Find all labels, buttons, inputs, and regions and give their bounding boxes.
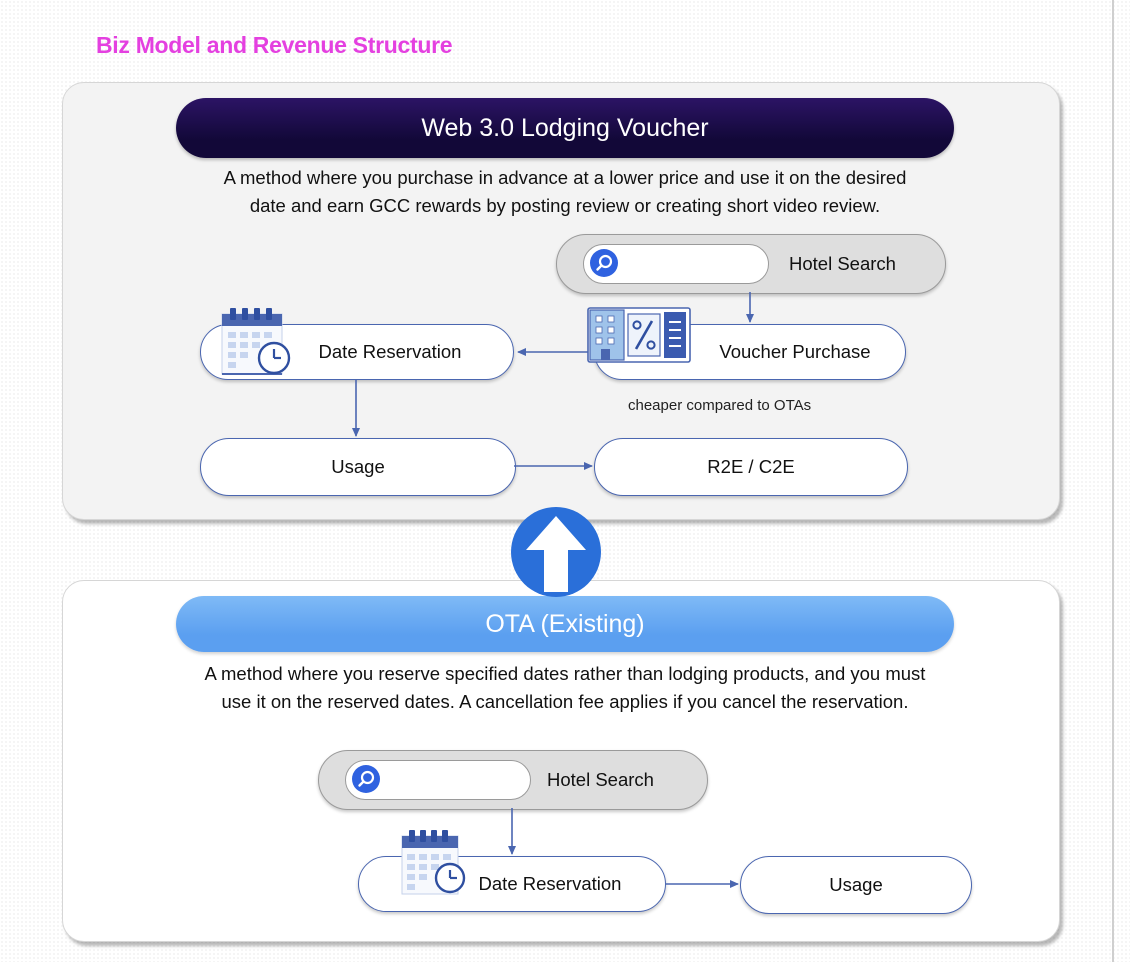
calendar-clock-icon xyxy=(401,830,466,895)
page-edge-line xyxy=(1112,0,1114,962)
web3-description-line-2: date and earn GCC rewards by posting rev… xyxy=(249,195,881,216)
web3-description-line-1: A method where you purchase in advance a… xyxy=(223,167,907,188)
web3-date-reservation-label: Date Reservation xyxy=(318,341,462,362)
web3-voucher-purchase-label: Voucher Purchase xyxy=(719,341,871,362)
web3-rewards-label: R2E / C2E xyxy=(707,456,795,477)
magnifier-icon[interactable] xyxy=(352,765,380,793)
ota-description: A method where you reserve specified dat… xyxy=(104,660,1026,716)
building-percent-voucher-icon xyxy=(587,307,691,363)
magnifier-icon[interactable] xyxy=(590,249,618,277)
web3-rewards-box[interactable]: R2E / C2E xyxy=(594,438,908,496)
up-arrow-icon xyxy=(511,507,601,597)
web3-hotel-search[interactable]: Hotel Search xyxy=(556,234,946,294)
web3-banner: Web 3.0 Lodging Voucher xyxy=(176,98,954,158)
web3-usage-label: Usage xyxy=(331,456,385,477)
ota-description-line-2: use it on the reserved dates. A cancella… xyxy=(221,691,909,712)
ota-usage-box[interactable]: Usage xyxy=(740,856,972,914)
ota-hotel-search-label: Hotel Search xyxy=(547,769,654,790)
ota-usage-label: Usage xyxy=(829,874,883,895)
web3-usage-box[interactable]: Usage xyxy=(200,438,516,496)
ota-date-reservation-label: Date Reservation xyxy=(478,873,622,894)
ota-banner: OTA (Existing) xyxy=(176,596,954,652)
web3-description: A method where you purchase in advance a… xyxy=(120,164,1010,220)
web3-voucher-note: cheaper compared to OTAs xyxy=(628,397,812,414)
page-title: Biz Model and Revenue Structure xyxy=(96,32,453,58)
ota-description-line-1: A method where you reserve specified dat… xyxy=(204,663,926,684)
calendar-clock-icon xyxy=(221,308,291,375)
web3-hotel-search-label: Hotel Search xyxy=(789,253,896,274)
